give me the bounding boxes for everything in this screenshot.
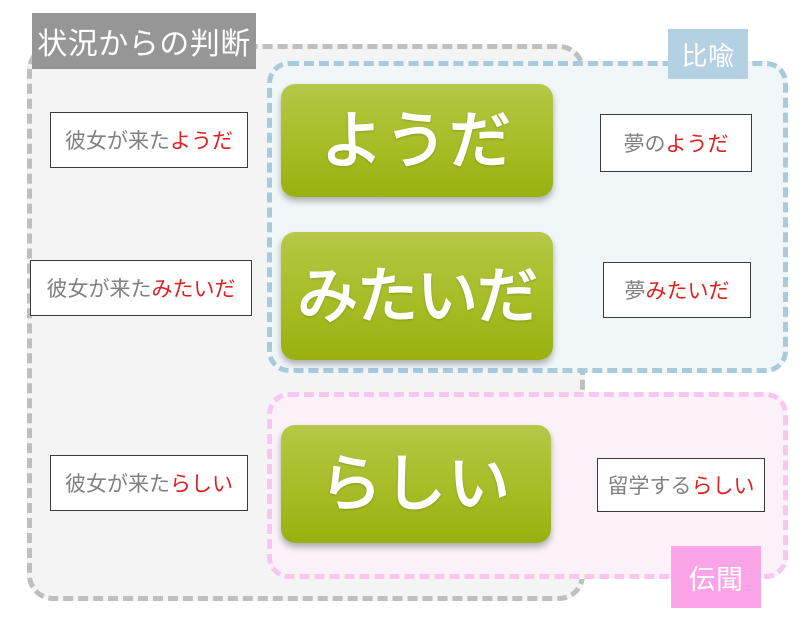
region-label-metaphor: 比喩 bbox=[668, 29, 748, 79]
form-button-label: みたいだ bbox=[296, 260, 538, 332]
example-box-left-youda: 彼女が来たようだ bbox=[50, 112, 248, 168]
example-highlight-text: ようだ bbox=[170, 129, 233, 153]
example-base-text: 彼女が来た bbox=[65, 472, 170, 496]
example-highlight-text: らしい bbox=[691, 474, 755, 498]
form-button-mitaida[interactable]: みたいだ bbox=[281, 232, 553, 360]
example-base-text: 彼女が来た bbox=[46, 277, 152, 301]
region-label-hearsay: 伝聞 bbox=[671, 546, 761, 608]
form-button-rashii[interactable]: らしい bbox=[281, 425, 551, 543]
example-highlight-text: ようだ bbox=[665, 132, 729, 156]
form-button-label: ようだ bbox=[320, 103, 513, 177]
example-base-text: 彼女が来た bbox=[65, 129, 170, 153]
region-label-situational-judgement: 状況からの判断 bbox=[32, 13, 256, 69]
example-box-left-rashii: 彼女が来たらしい bbox=[50, 455, 248, 511]
example-base-text: 夢の bbox=[623, 132, 666, 156]
example-box-right-rashii: 留学するらしい bbox=[597, 458, 765, 512]
example-box-right-mitaida: 夢みたいだ bbox=[603, 262, 751, 318]
example-box-right-youda: 夢のようだ bbox=[600, 114, 752, 172]
example-highlight-text: らしい bbox=[170, 472, 233, 496]
example-highlight-text: みたいだ bbox=[151, 277, 236, 301]
example-box-left-mitaida: 彼女が来たみたいだ bbox=[30, 260, 252, 316]
form-button-label: らしい bbox=[319, 447, 512, 520]
example-highlight-text: みたいだ bbox=[645, 279, 730, 303]
example-base-text: 夢 bbox=[624, 279, 646, 303]
example-base-text: 留学する bbox=[607, 474, 692, 498]
form-button-youda[interactable]: ようだ bbox=[281, 84, 553, 197]
